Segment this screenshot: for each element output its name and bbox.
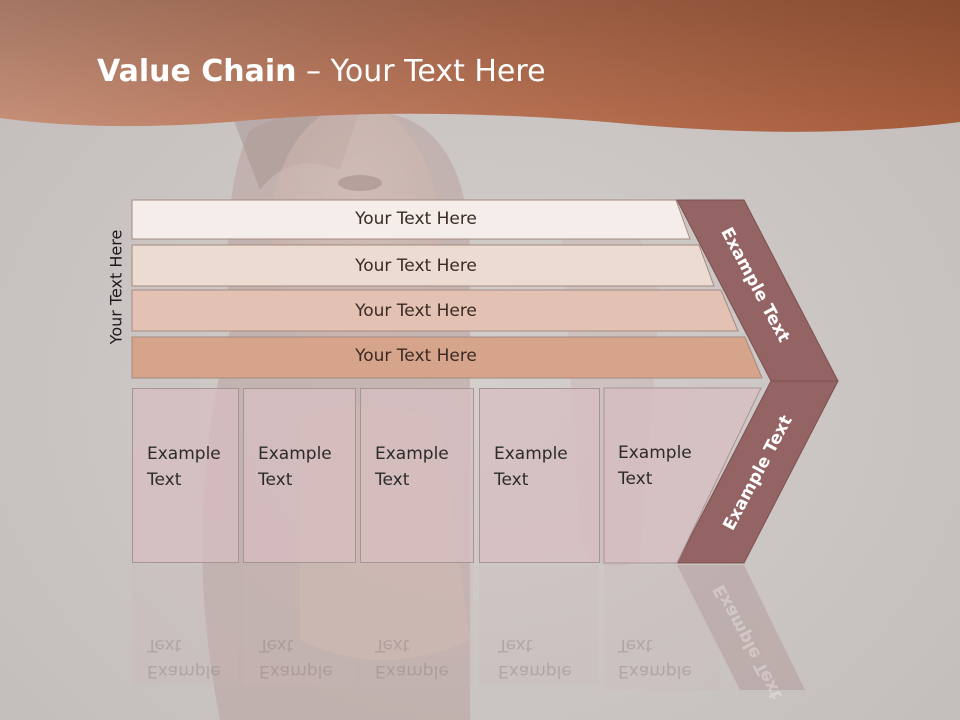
row-label-1: Your Text Here — [355, 209, 477, 229]
slide-title: Value Chain – Your Text Here — [97, 54, 546, 89]
header-banner — [0, 0, 960, 132]
row-bar-4[interactable] — [131, 336, 763, 379]
row-bar-3[interactable] — [131, 289, 739, 332]
row-bar-2[interactable] — [131, 244, 715, 287]
title-bold: Value Chain — [97, 54, 297, 89]
vertical-side-label: Your Text Here — [106, 229, 126, 345]
row-label-3: Your Text Here — [355, 301, 477, 321]
title-rest: – Your Text Here — [296, 54, 546, 89]
row-bar-1[interactable] — [131, 199, 691, 240]
reflection-group — [132, 565, 805, 690]
row-label-2: Your Text Here — [355, 256, 477, 276]
last-box-shape[interactable] — [603, 387, 762, 564]
row-label-4: Your Text Here — [355, 346, 477, 366]
chevron-lower[interactable] — [676, 380, 839, 564]
